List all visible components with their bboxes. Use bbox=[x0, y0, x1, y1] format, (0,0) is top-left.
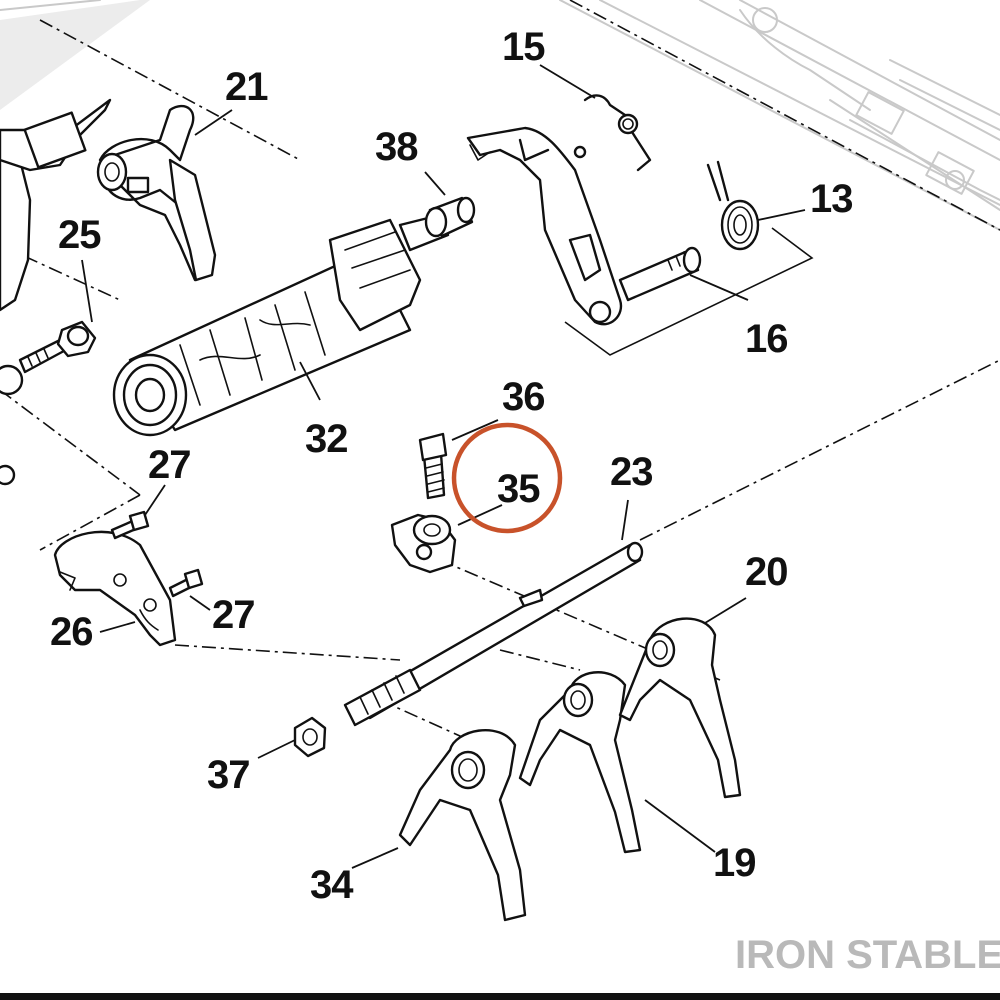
shift-fork-20 bbox=[618, 617, 742, 799]
callout-35: 35 bbox=[497, 467, 540, 511]
shift-fork-34 bbox=[398, 729, 527, 922]
callout-36: 36 bbox=[502, 375, 545, 419]
callout-38: 38 bbox=[375, 125, 418, 169]
callout-27-upper: 27 bbox=[148, 443, 191, 487]
shift-lever-16 bbox=[466, 126, 702, 326]
screw-36 bbox=[418, 432, 448, 500]
callout-15: 15 bbox=[502, 25, 545, 69]
left-housing-part bbox=[0, 98, 112, 486]
bolt-25 bbox=[18, 320, 97, 374]
callout-26: 26 bbox=[50, 610, 93, 654]
callout-27-lower: 27 bbox=[212, 593, 255, 637]
callout-16: 16 bbox=[745, 317, 788, 361]
leader-lines bbox=[81, 64, 806, 869]
shaft-23 bbox=[343, 541, 644, 727]
bolt-27-lower bbox=[168, 568, 204, 598]
shift-fork-21 bbox=[96, 104, 217, 282]
callout-20: 20 bbox=[745, 550, 788, 594]
nut-37 bbox=[293, 716, 327, 758]
callout-34: 34 bbox=[310, 863, 354, 907]
background-band-ghost bbox=[0, 0, 150, 110]
shift-drum-32 bbox=[112, 213, 450, 437]
torsion-spring-13 bbox=[706, 160, 760, 251]
shift-fork-19 bbox=[518, 671, 642, 854]
background-frame-ghost bbox=[559, 0, 1000, 231]
highlight-circle bbox=[451, 422, 563, 534]
callout-32: 32 bbox=[305, 417, 348, 461]
cam-35 bbox=[390, 513, 457, 574]
bolt-27-upper bbox=[110, 510, 150, 540]
callout-25: 25 bbox=[58, 213, 101, 257]
spring-15 bbox=[583, 94, 652, 172]
bracket-13-16 bbox=[564, 227, 814, 356]
callout-21: 21 bbox=[225, 65, 268, 109]
callout-labels: 21 15 38 25 13 16 36 32 27 35 23 20 27 2… bbox=[50, 25, 854, 907]
callout-13: 13 bbox=[810, 177, 853, 221]
watermark-text: IRON STABLE bbox=[735, 933, 1000, 977]
callout-23: 23 bbox=[610, 450, 653, 494]
callout-37: 37 bbox=[207, 753, 250, 797]
plate-26 bbox=[53, 530, 177, 647]
callout-19: 19 bbox=[713, 841, 756, 885]
bottom-border-bar bbox=[0, 993, 1000, 1000]
bushing-38 bbox=[424, 196, 476, 238]
